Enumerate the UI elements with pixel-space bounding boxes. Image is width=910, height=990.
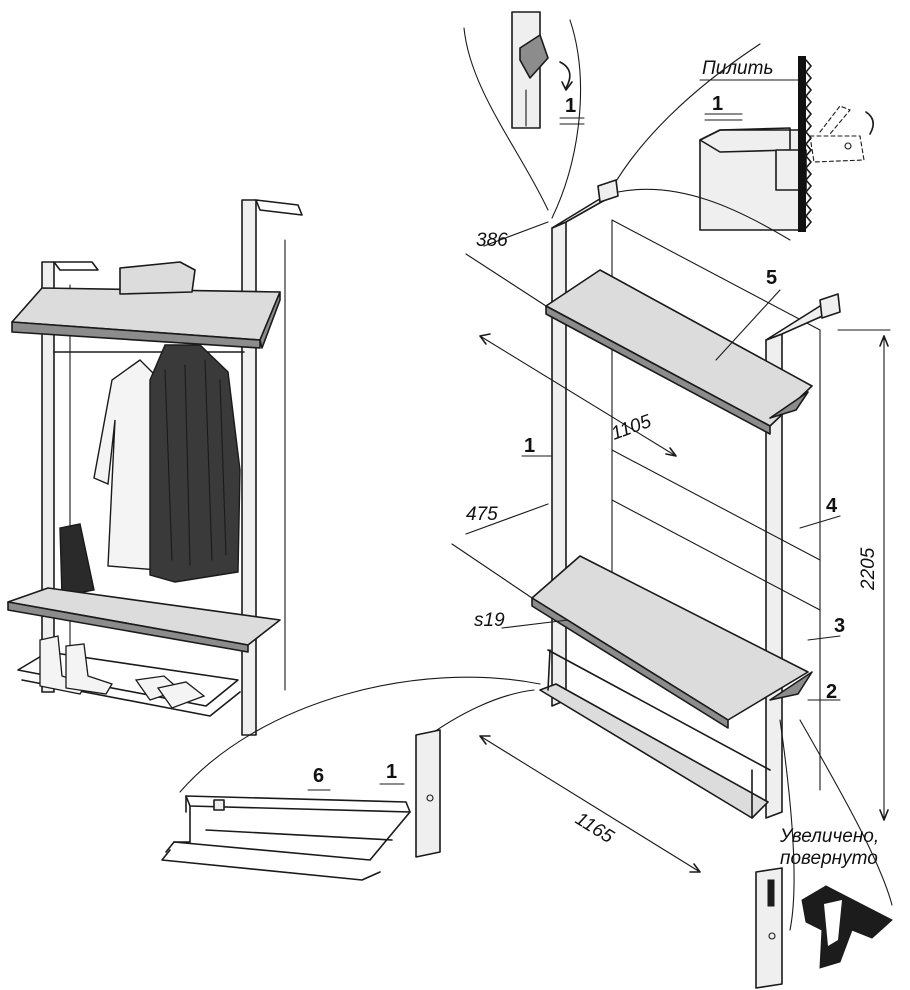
shoe-rack-detail [161, 676, 541, 881]
bending-detail [511, 11, 585, 129]
rack-drawing [451, 179, 891, 873]
dim-1105: 1105 [609, 411, 655, 445]
label-s19: s19 [474, 610, 505, 631]
enlarged-bracket-detail [755, 719, 893, 989]
left-post [41, 261, 55, 693]
part-2: 2 [826, 681, 837, 703]
furnished-wardrobe-view [7, 199, 303, 736]
part-6: 6 [313, 765, 324, 787]
shoe-rack [17, 651, 239, 707]
label-pilit: Пилить [702, 58, 773, 79]
dim-1165: 1165 [571, 808, 617, 848]
saw-blade [798, 56, 806, 232]
part-4: 4 [826, 495, 838, 517]
right-post [241, 199, 257, 736]
dark-fur-coat [149, 344, 241, 583]
dim-475: 475 [466, 504, 498, 525]
dim-2205: 2205 [858, 547, 879, 591]
part-1-detail: 1 [712, 93, 723, 115]
part-1-main: 1 [524, 435, 535, 457]
saw-cut-detail [699, 56, 874, 232]
label-povernuto: повернуто [780, 848, 878, 869]
bag [59, 523, 95, 597]
part-1-rack: 1 [386, 761, 397, 783]
part-5: 5 [766, 267, 777, 289]
dim-386: 386 [476, 230, 508, 251]
part-3: 3 [834, 615, 845, 637]
label-uvelicheno: Увеличено, [779, 826, 879, 847]
bracket-2 [769, 671, 813, 701]
part-1-top: 1 [565, 95, 576, 117]
